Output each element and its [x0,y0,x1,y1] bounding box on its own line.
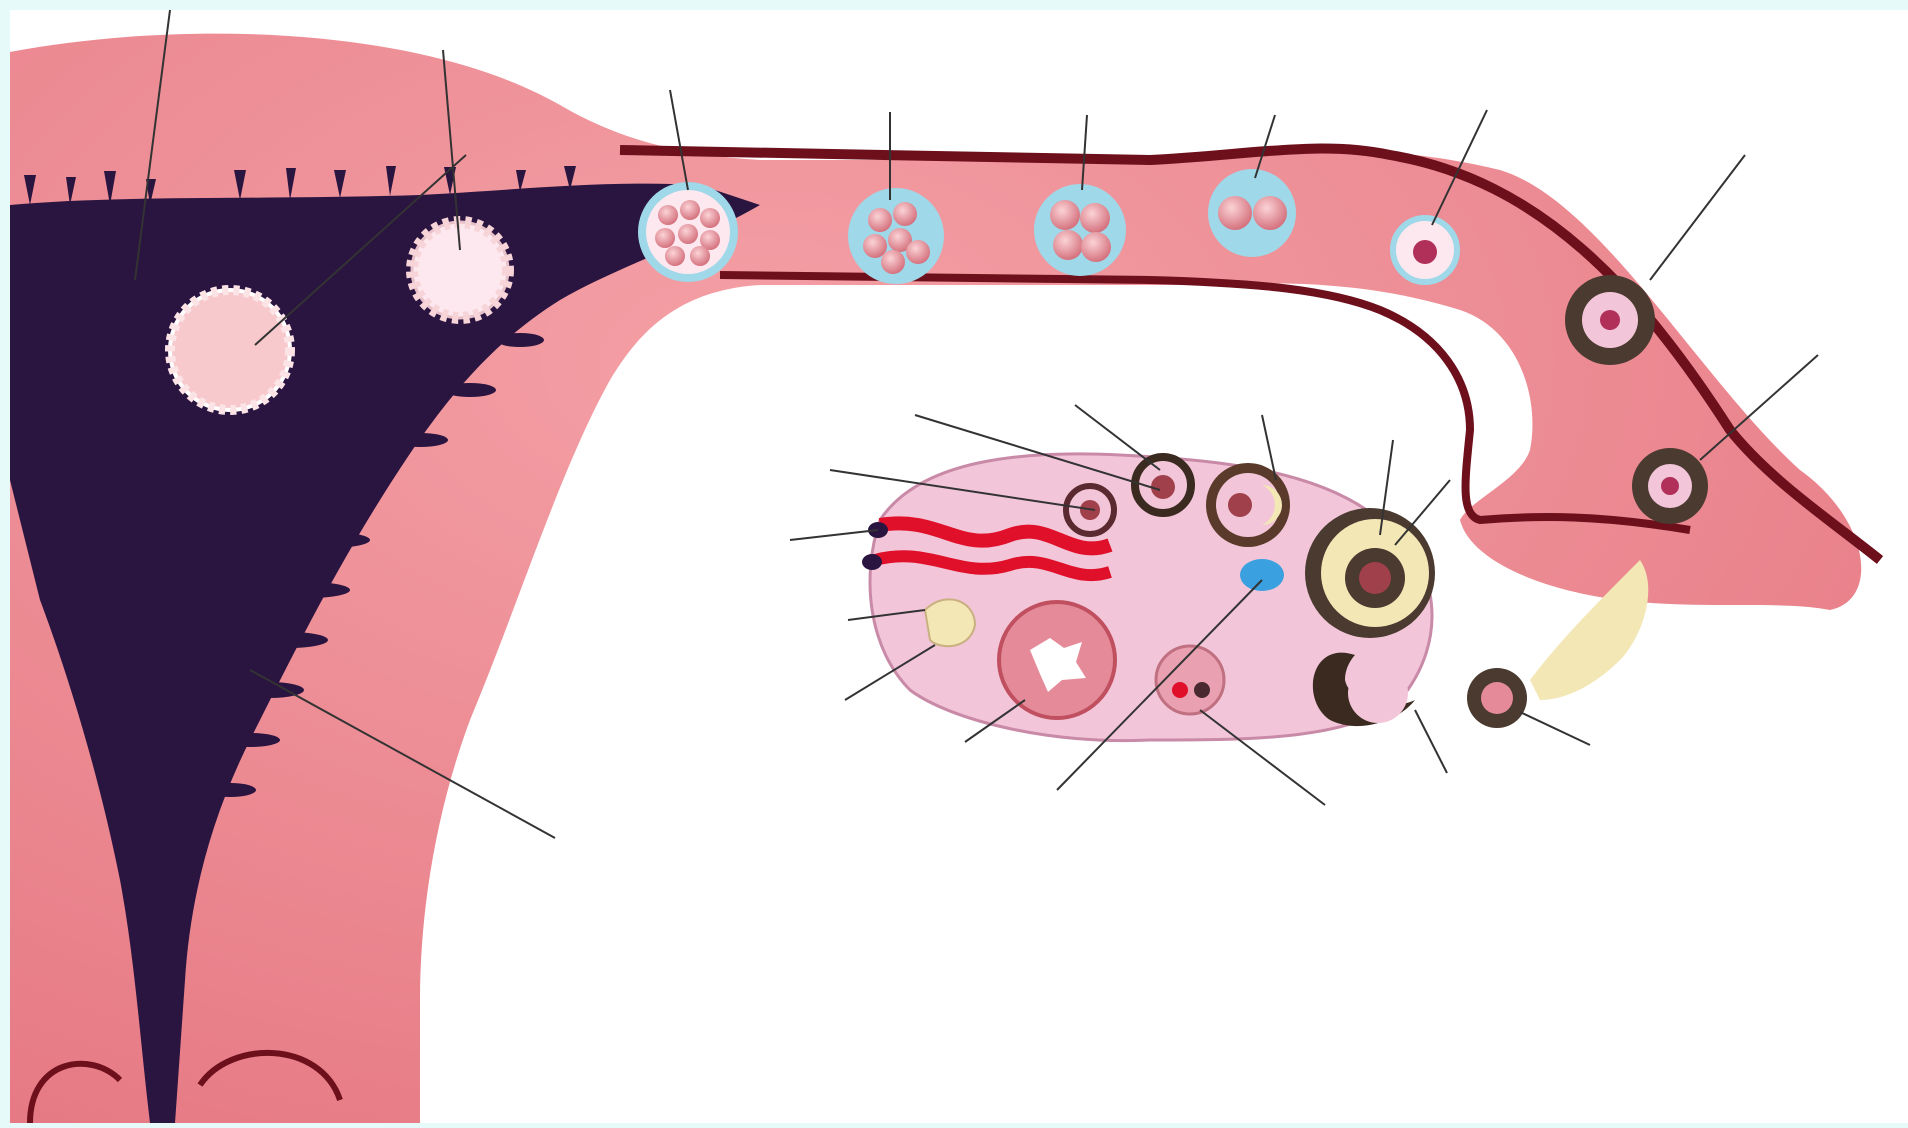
embryo-stage-icon [848,188,944,284]
ovulated-follicle [1312,652,1415,727]
released-oocyte [1467,668,1527,728]
embryo-stage-icon [1390,215,1460,285]
atretic-follicle [1154,644,1226,716]
cervix [27,1049,343,1124]
fimbria-fluid [1530,560,1649,700]
blood-vessel [878,516,1113,556]
follicle-icon [1131,453,1195,517]
tube-inner-border [719,271,1691,534]
embryo-stage-icon [638,182,738,282]
corpus-albicans [923,598,977,648]
embryo-stages [165,169,1460,415]
embryo-stage-icon [406,216,514,324]
follicle-icon [1305,508,1435,638]
uterine-cavity [10,183,760,1124]
embryo-stage-icon [1208,169,1296,257]
blood-vessel [873,550,1112,582]
blue-structure [1240,559,1284,591]
tube-oocytes [1565,275,1708,524]
tube-outer-border [619,143,1884,564]
embryo-stage-icon [165,285,295,415]
follicle-icon [1206,463,1290,547]
leader-lines [134,9,1819,839]
embryo-stage-icon [1034,184,1126,276]
endometrial-glands [20,166,576,807]
ovary [862,452,1435,743]
corpus-luteum [997,600,1117,720]
